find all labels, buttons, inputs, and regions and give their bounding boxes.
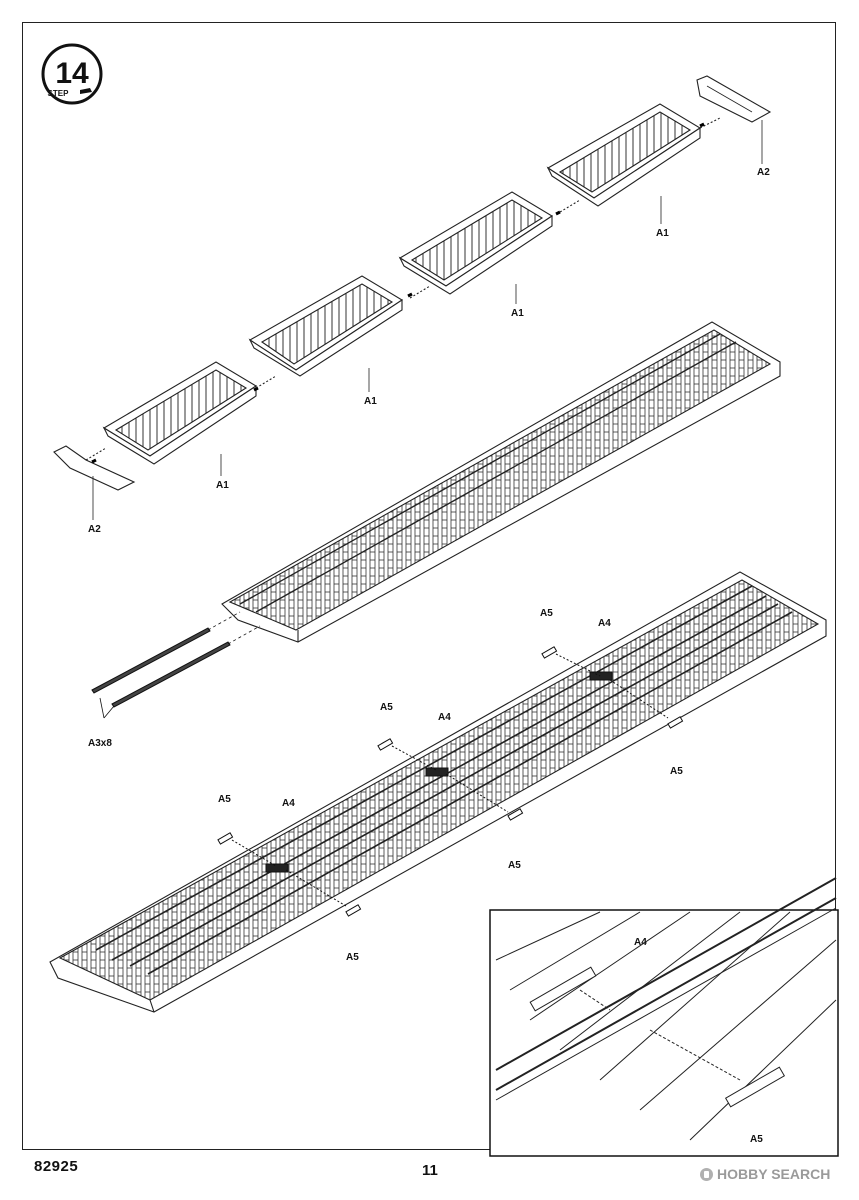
detail-inset (489, 877, 839, 1157)
end-cap-a2-top (696, 75, 772, 123)
walkway-a1-3 (398, 191, 554, 295)
end-cap-a2-left (53, 445, 136, 491)
label-a5-6: A5 (346, 952, 359, 963)
label-a4-3: A4 (282, 798, 295, 809)
page-number: 11 (422, 1162, 438, 1179)
label-a5-4: A5 (508, 860, 521, 871)
step-word: STEP (48, 89, 70, 98)
walkway-a1-1 (102, 361, 258, 465)
label-a1-1: A1 (216, 480, 229, 491)
hobby-search-logo-icon (700, 1167, 713, 1181)
label-a4-2: A4 (438, 712, 451, 723)
hand-icon (80, 88, 92, 94)
label-a2-left: A2 (88, 524, 101, 535)
label-a1-3: A1 (511, 308, 524, 319)
page-border (22, 22, 836, 1150)
walkway-a1-2 (248, 275, 404, 377)
product-code: 82925 (34, 1158, 79, 1175)
watermark-text: HOBBY SEARCH (717, 1166, 831, 1182)
label-a2-top: A2 (757, 167, 770, 178)
label-a4-1: A4 (598, 618, 611, 629)
walkway-parts (53, 75, 772, 491)
watermark: HOBBY SEARCH (700, 1166, 830, 1182)
fittings (217, 646, 684, 917)
label-a5-3: A5 (380, 702, 393, 713)
label-a5-1: A5 (540, 608, 553, 619)
label-inset-a5: A5 (750, 1134, 763, 1145)
walkway-a1-4 (546, 103, 702, 207)
track-bed-middle (221, 321, 781, 643)
rails-a3 (91, 611, 261, 719)
callout-labels: A2 A1 A1 A1 A1 A2 A3x8 A5 A4 A5 A5 A4 A5… (88, 120, 770, 1145)
label-a5-5: A5 (218, 794, 231, 805)
label-a3x8: A3x8 (88, 738, 112, 749)
track-assembled-lower (49, 571, 827, 1013)
label-a1-2: A1 (364, 396, 377, 407)
label-inset-a4: A4 (634, 937, 647, 948)
label-a5-2: A5 (670, 766, 683, 777)
step-badge: 14 STEP (41, 43, 103, 105)
label-a1-4: A1 (656, 228, 669, 239)
step-number: 14 (55, 57, 89, 90)
